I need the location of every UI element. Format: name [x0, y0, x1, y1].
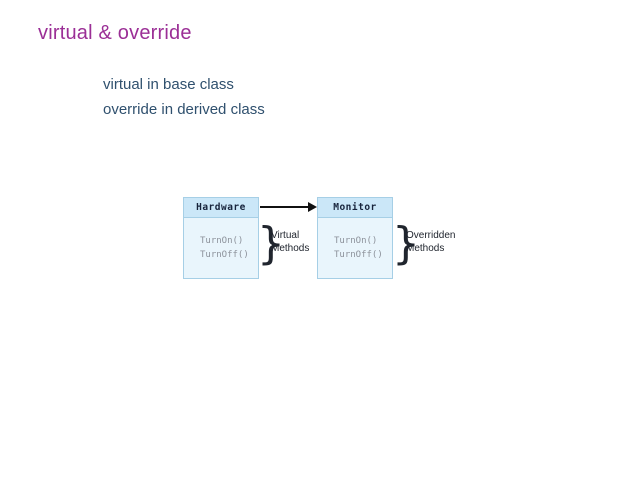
derived-class-box: Monitor TurnOn() TurnOff(): [317, 197, 393, 279]
curly-brace-icon: }: [392, 218, 420, 269]
class-diagram: Hardware TurnOn() TurnOff() Monitor Turn…: [183, 197, 483, 292]
base-class-methods: TurnOn() TurnOff(): [184, 218, 258, 262]
method-line: TurnOn(): [200, 236, 244, 246]
method-line: TurnOn(): [334, 236, 378, 246]
derived-class-methods: TurnOn() TurnOff(): [318, 218, 392, 262]
bullet-line: virtual in base class: [103, 76, 234, 93]
method-line: TurnOff(): [200, 250, 249, 260]
label-line: Methods: [271, 243, 310, 254]
base-class-box: Hardware TurnOn() TurnOff(): [183, 197, 259, 279]
virtual-methods-label: Virtual Methods: [271, 229, 309, 255]
bullet-line: override in derived class: [103, 101, 265, 118]
method-line: TurnOff(): [334, 250, 383, 260]
overridden-methods-label: Overridden Methods: [406, 229, 455, 255]
derived-class-name: Monitor: [318, 198, 392, 218]
curly-brace-icon: }: [257, 218, 285, 269]
inheritance-arrow-line: [260, 206, 310, 208]
label-line: Overridden: [406, 230, 456, 241]
inheritance-arrow-head-icon: [308, 202, 317, 212]
base-class-name: Hardware: [184, 198, 258, 218]
label-line: Virtual: [271, 230, 300, 241]
page-title: virtual & override: [38, 22, 192, 44]
label-line: Methods: [406, 243, 445, 254]
bullet-list: virtual in base class override in derive…: [103, 72, 265, 122]
